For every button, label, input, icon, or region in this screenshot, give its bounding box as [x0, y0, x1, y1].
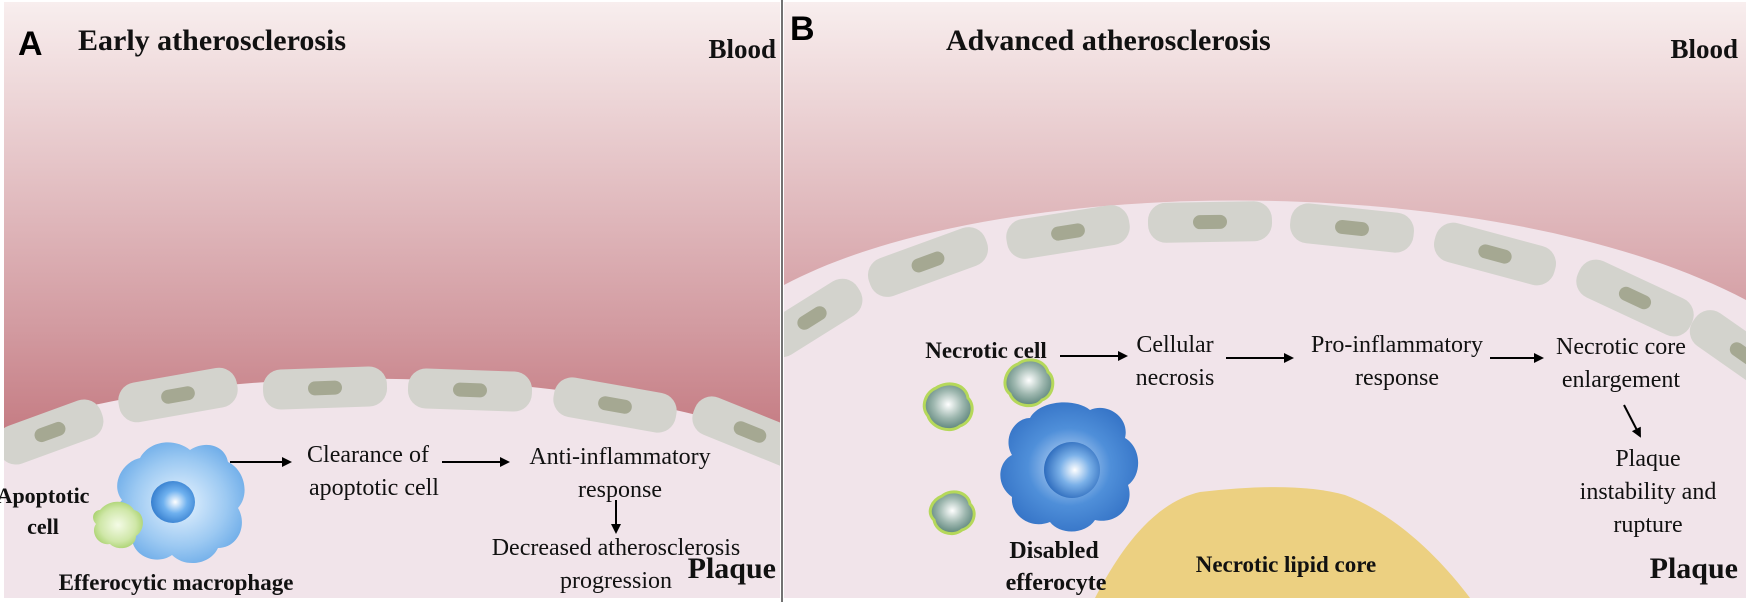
panel-a — [4, 2, 780, 598]
plaque-rupture-label-2: instability and — [1580, 479, 1717, 505]
decreased-progression-label-1: Decreased atherosclerosis — [492, 535, 741, 561]
panel-a-plaque-label: Plaque — [688, 552, 776, 585]
pro-inflammatory-label-2: response — [1355, 365, 1439, 391]
necrotic-lipid-core — [1095, 487, 1470, 598]
necrotic-cell-3 — [928, 490, 976, 536]
macrophage-nucleus — [151, 481, 195, 523]
disabled-efferocyte-label-2: efferocyte — [1006, 570, 1107, 596]
panel-a-blood-label: Blood — [708, 34, 776, 64]
plaque-rupture-label-1: Plaque — [1615, 446, 1680, 472]
disabled-efferocyte-label-1: Disabled — [1009, 538, 1099, 564]
necrotic-core-enlargement-label-1: Necrotic core — [1556, 334, 1686, 360]
necrotic-core-enlargement-label-2: enlargement — [1562, 367, 1681, 393]
anti-inflammatory-label-1: Anti-inflammatory — [529, 444, 710, 470]
cellular-necrosis-label-1: Cellular — [1136, 332, 1213, 358]
cellular-necrosis-label-2: necrosis — [1136, 365, 1215, 391]
endothelium-layer — [4, 366, 780, 468]
panel-b-title: Advanced atherosclerosis — [946, 24, 1271, 57]
clearance-label-2: apoptotic cell — [309, 475, 439, 501]
necrotic-cell-label: Necrotic cell — [925, 338, 1047, 363]
panel-b-plaque-label: Plaque — [1650, 552, 1738, 585]
anti-inflammatory-label-2: response — [578, 477, 662, 503]
panel-a-letter: A — [18, 25, 43, 63]
plaque-rupture-label-3: rupture — [1613, 512, 1682, 538]
necrotic-cell-1 — [1003, 358, 1055, 408]
clearance-label-1: Clearance of — [307, 442, 429, 468]
efferocyte-nucleus — [1044, 442, 1100, 498]
decreased-progression-label-2: progression — [560, 568, 672, 594]
arrow-b-4 — [1623, 404, 1641, 438]
necrotic-cell-2 — [922, 382, 974, 432]
panel-b-blood-label: Blood — [1670, 34, 1738, 64]
panel-b-letter: B — [790, 10, 815, 48]
apoptotic-cell-label-1: Apoptotic — [0, 483, 90, 508]
panel-a-title: Early atherosclerosis — [78, 24, 346, 57]
endothelium-layer-b — [784, 201, 1746, 400]
efferocytic-macrophage-label: Efferocytic macrophage — [59, 570, 294, 595]
apoptotic-cell-label-2: cell — [27, 514, 59, 539]
pro-inflammatory-label-1: Pro-inflammatory — [1311, 332, 1483, 358]
panel-b — [784, 2, 1746, 598]
apoptotic-cell — [93, 501, 143, 549]
necrotic-lipid-core-label: Necrotic lipid core — [1196, 552, 1377, 577]
